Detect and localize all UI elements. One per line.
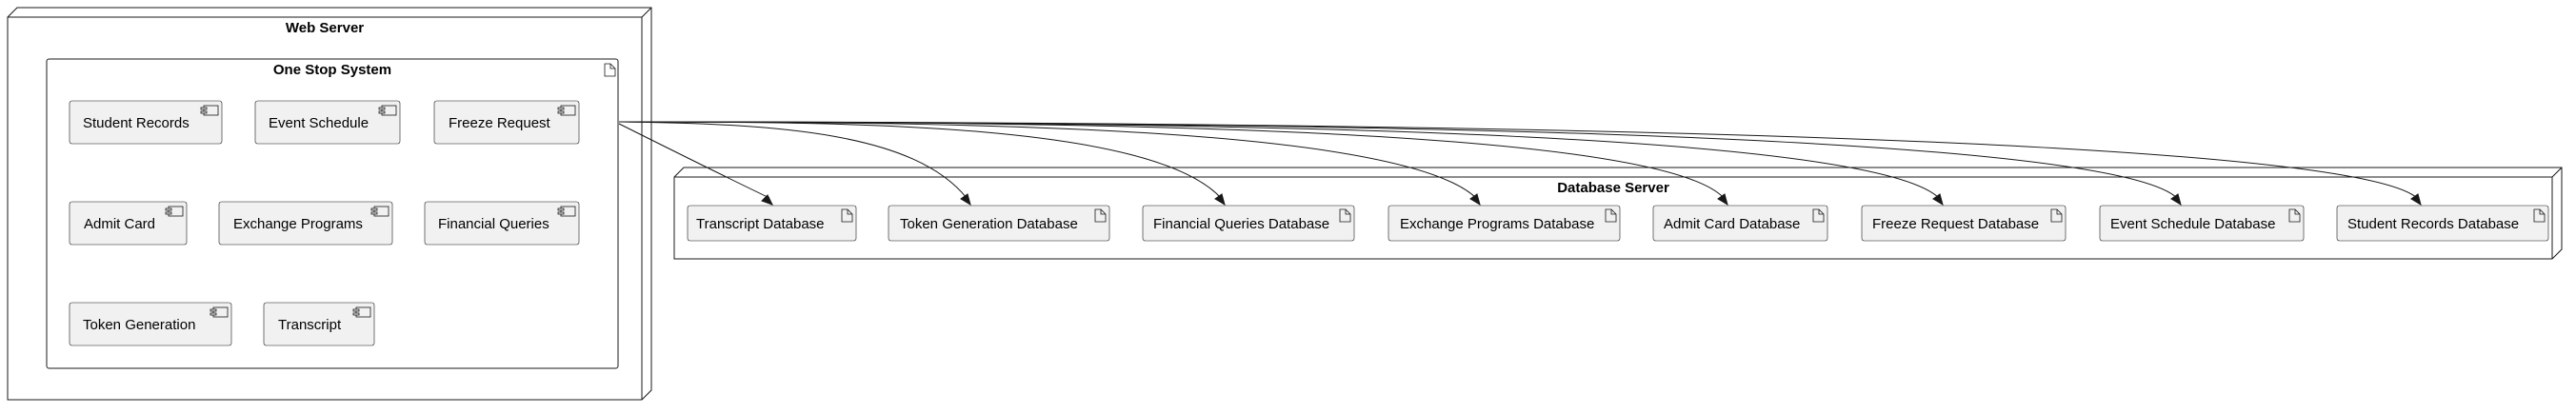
component-token-generation[interactable]: Token Generation: [69, 302, 232, 346]
database-label: Financial Queries Database: [1153, 216, 1329, 232]
web-server-node: Web Server: [7, 7, 652, 401]
arrowhead: [1717, 193, 1728, 207]
database-label: Exchange Programs Database: [1400, 216, 1594, 232]
component-event-schedule[interactable]: Event Schedule: [254, 100, 401, 145]
arrowhead: [2170, 193, 2182, 207]
artifact-icon: [1094, 208, 1107, 223]
edge-to-exchange-programs-db: [618, 121, 1477, 199]
db-freeze-request[interactable]: Freeze Request Database: [1861, 205, 2067, 242]
web-server-title: Web Server: [286, 20, 364, 36]
arrowhead: [761, 194, 774, 206]
component-icon: [557, 206, 576, 217]
component-label: Financial Queries: [438, 216, 549, 232]
artifact-icon: [1812, 208, 1825, 223]
component-label: Event Schedule: [269, 115, 369, 131]
database-label: Event Schedule Database: [2110, 216, 2275, 232]
arrowhead: [960, 193, 971, 207]
database-server-node: Database Server: [673, 167, 2563, 260]
edge-to-token-generation-db: [618, 121, 968, 199]
arrowhead: [2410, 193, 2422, 207]
database-server-title: Database Server: [1557, 180, 1669, 196]
database-label: Transcript Database: [696, 216, 825, 232]
database-label: Student Records Database: [2347, 216, 2519, 232]
component-icon: [370, 206, 389, 217]
database-label: Token Generation Database: [900, 216, 1078, 232]
db-event-schedule[interactable]: Event Schedule Database: [2099, 205, 2305, 242]
arrowhead: [1932, 193, 1944, 207]
artifact-icon: [1339, 208, 1351, 223]
component-transcript[interactable]: Transcript: [263, 302, 375, 346]
edge-to-financial-queries-db: [618, 121, 1222, 199]
artifact-icon: [604, 63, 616, 77]
artifact-icon: [1605, 208, 1617, 223]
arrowhead: [1214, 193, 1226, 207]
component-icon: [165, 206, 184, 217]
artifact-icon: [841, 208, 853, 223]
db-token-generation[interactable]: Token Generation Database: [888, 205, 1110, 242]
component-icon: [210, 306, 229, 318]
component-admit-card[interactable]: Admit Card: [69, 201, 188, 246]
db-transcript[interactable]: Transcript Database: [687, 205, 857, 242]
component-label: Exchange Programs: [233, 216, 363, 232]
artifact-icon: [2288, 208, 2301, 223]
one-stop-system-artifact: One Stop System: [46, 58, 619, 369]
component-label: Token Generation: [83, 317, 195, 333]
component-icon: [557, 105, 576, 116]
component-label: Admit Card: [84, 216, 155, 232]
one-stop-system-title: One Stop System: [273, 62, 391, 78]
component-icon: [378, 105, 397, 116]
artifact-icon: [2533, 208, 2546, 223]
artifact-icon: [2050, 208, 2063, 223]
component-financial-queries[interactable]: Financial Queries: [424, 201, 580, 246]
edge-to-event-schedule-db: [618, 121, 2178, 199]
component-icon: [200, 105, 219, 116]
component-icon: [352, 306, 371, 318]
component-student-records[interactable]: Student Records: [69, 100, 223, 145]
component-freeze-request[interactable]: Freeze Request: [433, 100, 580, 145]
db-exchange-programs[interactable]: Exchange Programs Database: [1388, 205, 1621, 242]
dependency-edges: [618, 121, 2422, 207]
component-label: Transcript: [278, 317, 342, 333]
database-label: Admit Card Database: [1664, 216, 1800, 232]
db-admit-card[interactable]: Admit Card Database: [1652, 205, 1828, 242]
component-label: Student Records: [83, 115, 190, 131]
database-label: Freeze Request Database: [1872, 216, 2039, 232]
db-financial-queries[interactable]: Financial Queries Database: [1142, 205, 1355, 242]
edge-to-student-records-db: [618, 121, 2418, 199]
component-label: Freeze Request: [449, 115, 551, 131]
arrowhead: [1469, 193, 1481, 207]
component-exchange-programs[interactable]: Exchange Programs: [218, 201, 393, 246]
edge-to-transcript-db: [618, 123, 770, 199]
db-student-records[interactable]: Student Records Database: [2336, 205, 2549, 242]
